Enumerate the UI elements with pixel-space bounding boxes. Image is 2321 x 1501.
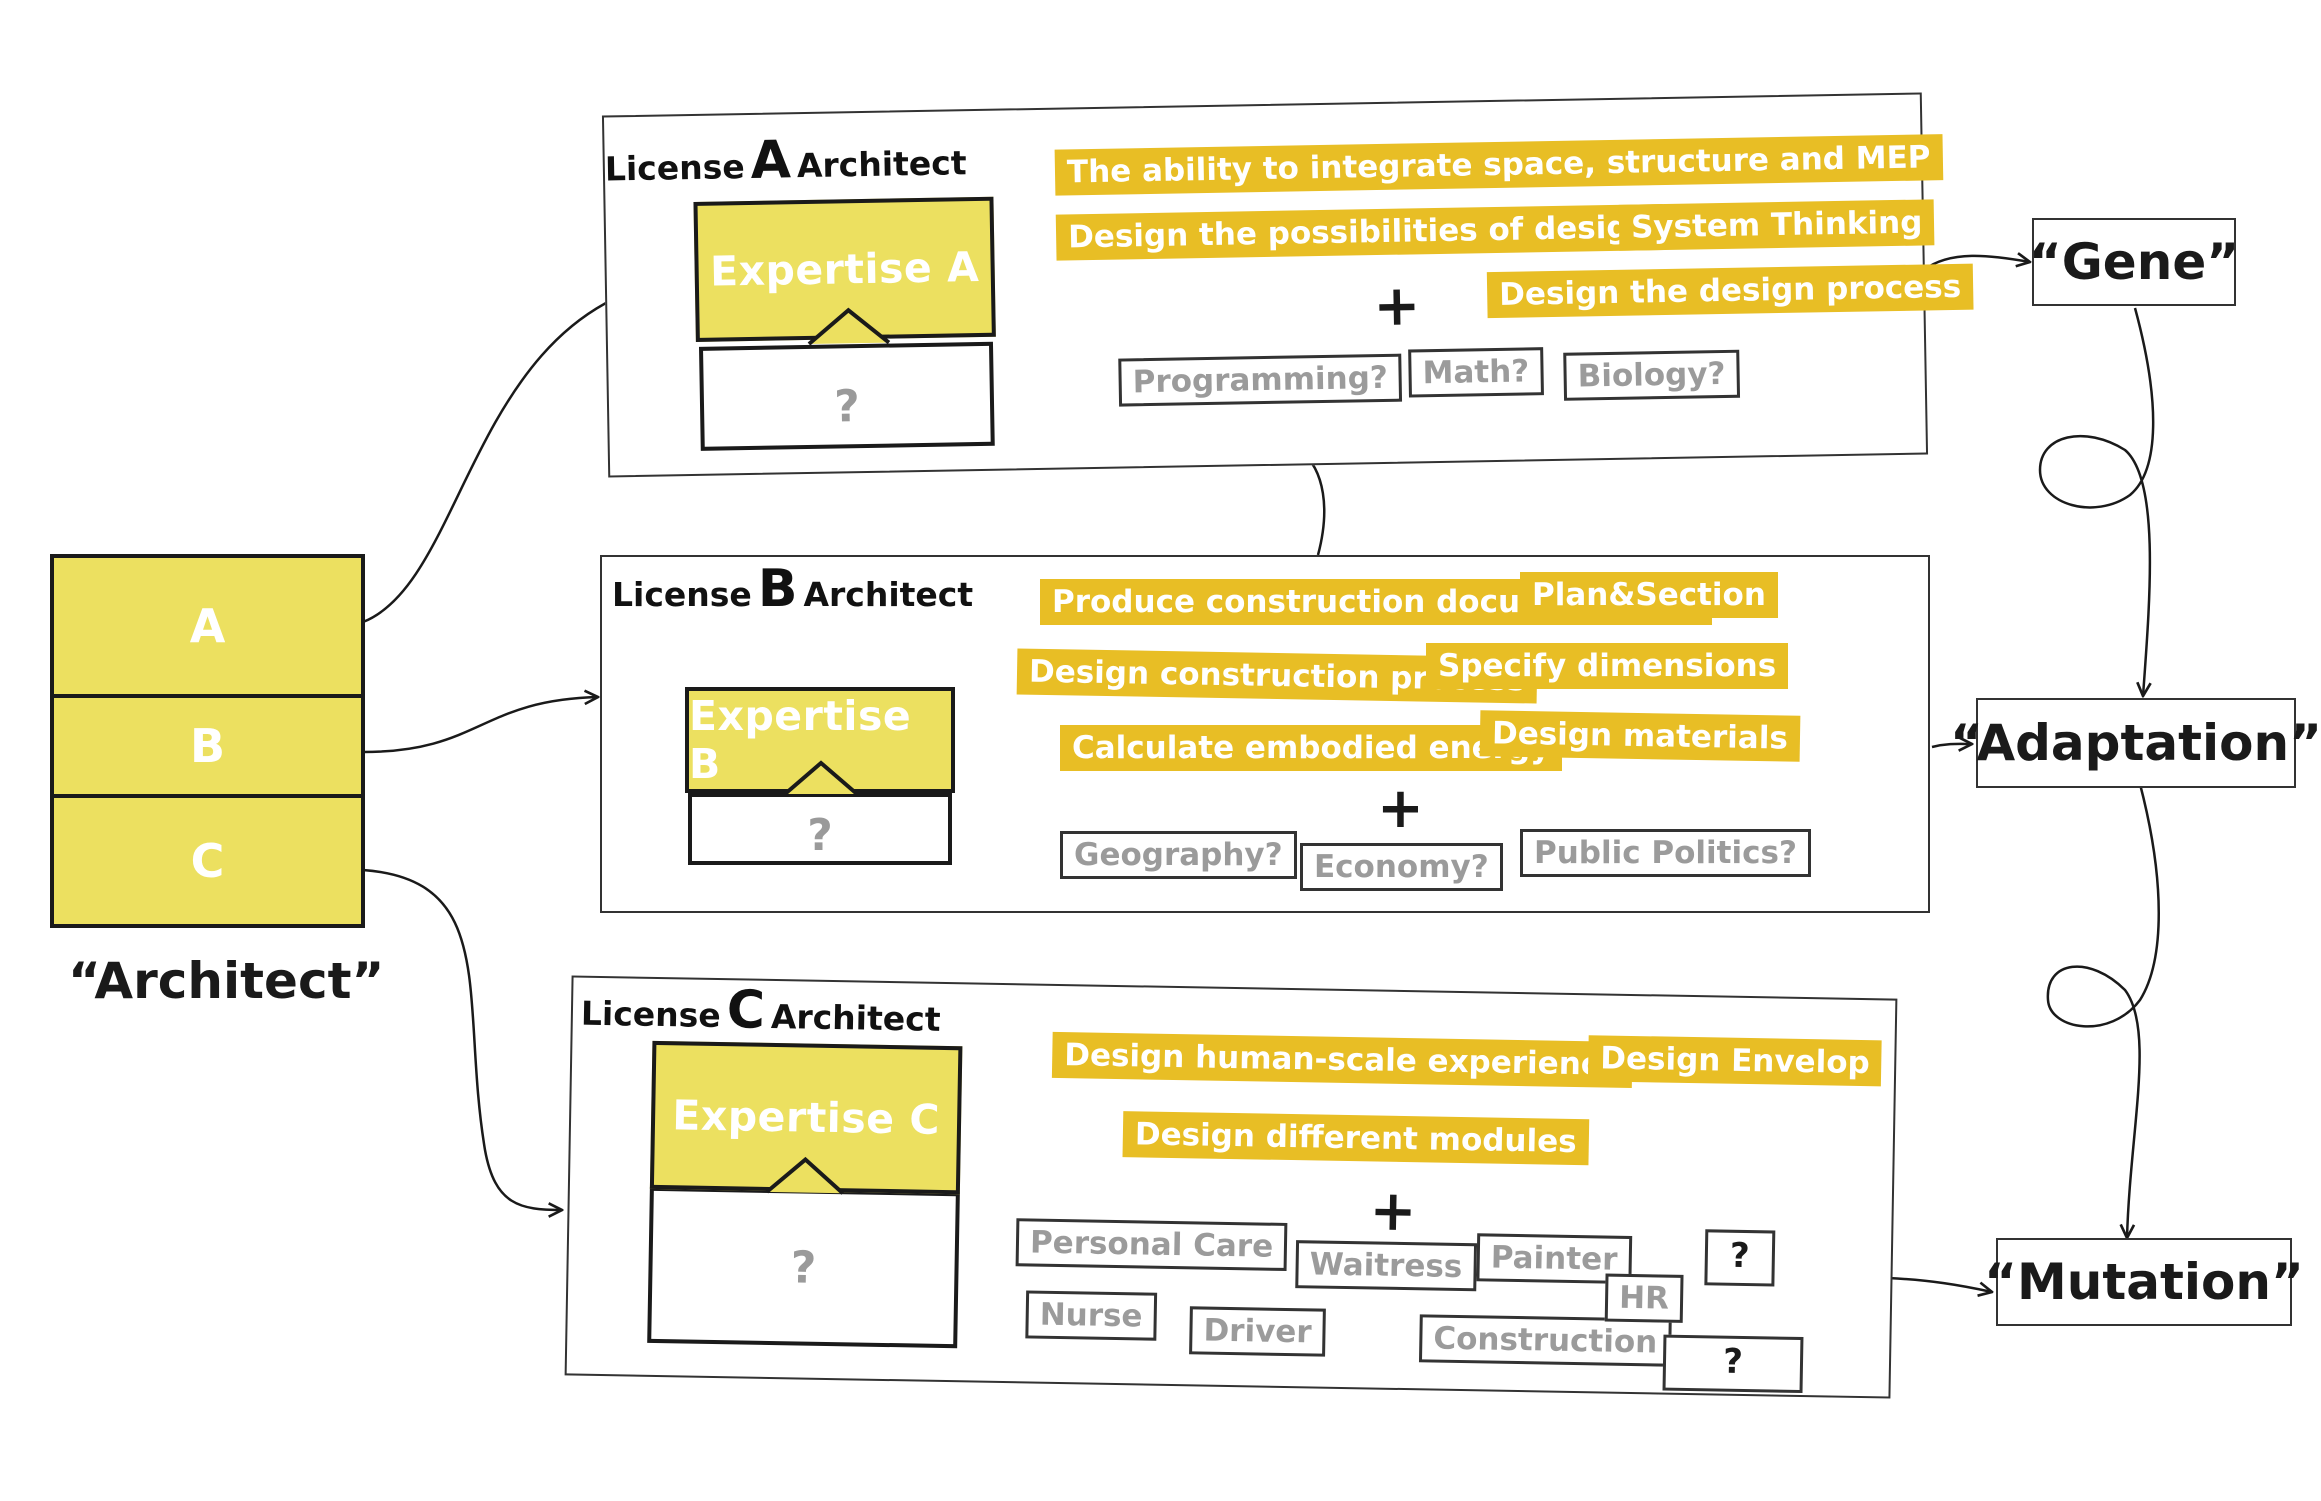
panel-a-skill-4: Design the design process <box>1486 263 1974 319</box>
panel-b-extra-1: Geography? <box>1060 831 1297 879</box>
outcome-gene: “Gene” <box>2029 218 2239 306</box>
panel-b-title-letter: B <box>757 559 798 619</box>
panel-c-notch <box>765 1156 845 1195</box>
panel-a-unknown-box: ? <box>698 341 995 451</box>
panel-a-skill-2: Design the possibilities of design <box>1055 204 1663 261</box>
panel-a-skill-1: The ability to integrate space, structur… <box>1054 134 1943 196</box>
panel-a-extra-2: Math? <box>1408 347 1544 398</box>
panel-a-notch <box>807 307 891 346</box>
panel-a-title-suffix: Architect <box>796 143 967 186</box>
panel-b-extra-2: Economy? <box>1300 843 1503 891</box>
panel-a-skill-3: System Thinking <box>1618 199 1935 251</box>
panel-c-unknown-tag-2: ? <box>1662 1334 1804 1394</box>
panel-a-title-prefix: License <box>604 147 746 189</box>
panel-c-extra-5: Driver <box>1189 1306 1327 1357</box>
panel-c-unknown-box: ? <box>647 1186 960 1349</box>
panel-b-skill-5: Calculate embodied energy <box>1060 725 1563 771</box>
panel-c-title-prefix: License <box>580 993 722 1036</box>
architect-segment-c: C <box>50 794 365 928</box>
panel-a-plus: + <box>1372 273 1421 340</box>
panel-b-unknown-box: ? <box>688 793 952 865</box>
outcome-mutation: “Mutation” <box>1984 1238 2304 1326</box>
panel-b-extra-3: Public Politics? <box>1520 829 1811 877</box>
panel-a-title-letter: A <box>750 130 792 191</box>
panel-c-extra-4: Nurse <box>1025 1290 1157 1341</box>
panel-b-title-suffix: Architect <box>803 575 974 614</box>
panel-c-title-letter: C <box>726 980 766 1041</box>
panel-c-unknown-tag-1: ? <box>1704 1229 1776 1287</box>
link-a-to-b <box>1299 449 1326 556</box>
arrow-root-to-c <box>362 868 562 1210</box>
panel-a-extra-1: Programming? <box>1118 353 1403 407</box>
panel-c-extra-7: HR <box>1604 1273 1684 1323</box>
arrow-root-to-b <box>362 697 598 754</box>
arrow-gene-to-adaptation <box>2038 307 2155 696</box>
panel-c-extra-2: Waitress <box>1295 1240 1477 1292</box>
panel-b-plus: + <box>1377 776 1424 841</box>
panel-b-title-prefix: License <box>612 575 752 614</box>
architect-segment-b: B <box>50 694 365 798</box>
panel-b-notch <box>783 760 859 796</box>
arrow-adaptation-to-mutation <box>2046 783 2160 1238</box>
panel-b-skill-6: Design materials <box>1479 710 1801 762</box>
outcome-adaptation: “Adaptation” <box>1950 698 2321 788</box>
panel-b-skill-2: Plan&Section <box>1520 572 1778 618</box>
panel-c-title-suffix: Architect <box>770 996 941 1039</box>
architect-caption: “Architect” <box>68 952 385 1010</box>
panel-c-skill-3: Design different modules <box>1122 1111 1590 1166</box>
panel-c-plus: + <box>1369 1178 1418 1245</box>
panel-c-extra-6: Construction <box>1418 1314 1672 1367</box>
panel-c-skill-1: Design human-scale experience <box>1051 1031 1633 1088</box>
panel-c-skill-2: Design Envelop <box>1587 1035 1883 1087</box>
architect-segment-a: A <box>50 554 365 698</box>
panel-c-extra-1: Personal Care <box>1015 1218 1288 1271</box>
arrow-c-to-mutation <box>1887 1276 1992 1292</box>
panel-b-skill-4: Specify dimensions <box>1426 643 1789 689</box>
panel-a-extra-3: Biology? <box>1563 349 1740 401</box>
